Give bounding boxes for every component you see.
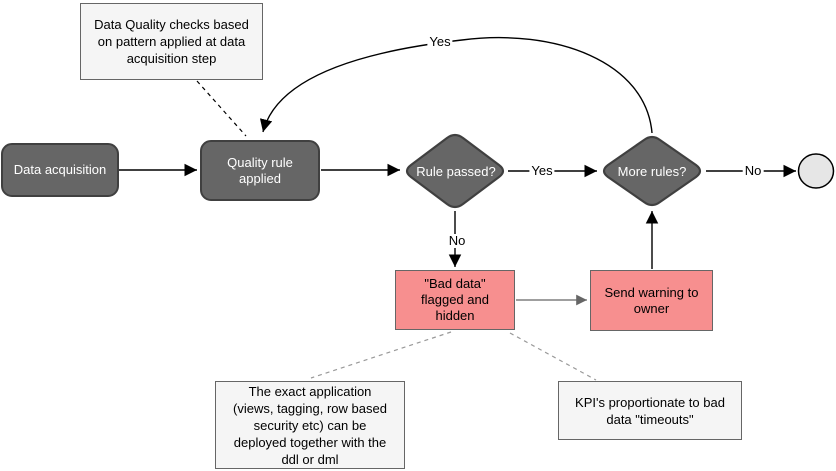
node-quality-rule-applied: Quality rule applied <box>200 140 320 201</box>
decision-rule-passed-shape <box>405 133 505 209</box>
connector-app-annotation <box>310 331 452 379</box>
decision-more-rules-shape <box>602 135 702 207</box>
annotation-kpi: KPI's proportionate to bad data "timeout… <box>558 381 742 440</box>
annotation-exact-application: The exact application (views, tagging, r… <box>215 381 405 469</box>
annotation-dq-checks: Data Quality checks based on pattern app… <box>80 3 263 80</box>
edge-label-end-no: No <box>742 163 764 178</box>
node-more-rules-label: More rules? <box>617 163 687 179</box>
edge-label-pass-yes: Yes <box>529 163 555 178</box>
node-rule-passed-label: Rule passed? <box>416 163 496 179</box>
connector-dq-annotation <box>196 80 247 137</box>
edge-label-pass-no: No <box>446 233 468 248</box>
edge-morerules-loop-to-quality <box>259 36 653 134</box>
connector-kpi-annotation <box>509 332 597 381</box>
end-terminator-shape <box>797 153 835 189</box>
edge-label-loop-yes: Yes <box>427 34 453 49</box>
node-data-acquisition: Data acquisition <box>1 143 119 197</box>
node-bad-data-flagged: "Bad data" flagged and hidden <box>395 270 515 330</box>
node-send-warning: Send warning to owner <box>590 270 713 331</box>
